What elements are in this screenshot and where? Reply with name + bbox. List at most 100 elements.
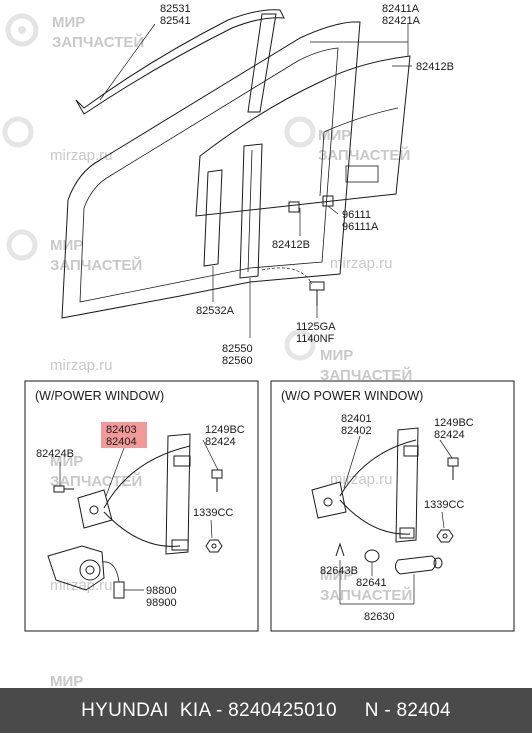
watermark-brand-13: МИР — [50, 673, 83, 690]
label-pw-bolt-2: 82424 — [205, 436, 236, 448]
pw-leader-regulator — [105, 447, 125, 497]
mw-regulator-rail — [395, 427, 419, 543]
label-rail-2: 82560 — [222, 355, 253, 367]
mw-leader-bolt — [439, 439, 453, 459]
rail-center — [247, 149, 253, 273]
handle-icon — [394, 555, 443, 575]
watermark-site-1: mirzap.ru — [50, 147, 113, 164]
pw-leader-bolt — [202, 439, 219, 471]
bolt-icon — [211, 469, 223, 492]
pw-slider-bottom — [171, 539, 189, 551]
mw-leader-regulator — [343, 435, 361, 489]
run-channel-vertical — [247, 13, 277, 113]
watermark-logo-icon — [5, 13, 39, 47]
label-glass-1: 82411A — [382, 3, 420, 15]
label-mw-regulator-2: 82402 — [341, 425, 372, 437]
watermark-brand-6: ЗАПЧАСТЕЙ — [50, 256, 142, 274]
mw-regulator-arm — [339, 439, 417, 535]
manual-window-panel: (W/O POWER WINDOW) 82401 82402 1249BC 82… — [270, 380, 515, 632]
label-pw-motor-1: 98800 — [146, 585, 177, 597]
glass-clip-top — [288, 201, 300, 213]
label-pw-bolt-1: 1249BC — [205, 424, 245, 436]
mw-regulator-bracket — [311, 481, 347, 519]
glass-label-plate — [345, 165, 379, 183]
label-pw-nut: 1339CC — [193, 507, 233, 519]
label-mw-bolt-1: 1249BC — [434, 417, 474, 429]
rail — [239, 143, 263, 279]
clip-icon — [335, 542, 345, 557]
pw-regulator-arm — [103, 445, 191, 547]
label-glass-2: 82421A — [382, 15, 421, 27]
bolt-icon — [447, 457, 459, 480]
label-run-channel-2: 82541 — [160, 15, 191, 27]
pw-regulator-rail — [165, 433, 191, 555]
label-mw-nut: 1339CC — [424, 499, 464, 511]
power-window-frame — [24, 380, 259, 632]
highlight-box — [101, 422, 147, 448]
watermark-brand-1: МИР — [52, 14, 85, 31]
door-inner-frame — [79, 47, 339, 303]
mw-slider-bottom — [399, 527, 415, 539]
guide-line-1 — [261, 267, 313, 285]
label-pw-screw: 82424B — [36, 448, 74, 460]
label-mw-clip: 82643B — [320, 565, 358, 577]
label-bolt-2: 1140NF — [296, 333, 335, 345]
label-glass-clip-top: 82412B — [416, 61, 454, 73]
watermark-brand-2: ЗАПЧАСТЕЙ — [52, 33, 144, 51]
label-pw-motor-2: 98900 — [146, 597, 177, 609]
watermark-site-3: mirzap.ru — [50, 357, 113, 374]
leader-bracket — [327, 205, 339, 215]
door-frame — [61, 21, 361, 319]
door-assembly — [61, 9, 412, 338]
watermark-brand-11: МИР — [320, 567, 353, 584]
door-glass — [195, 55, 411, 217]
power-window-panel: (W/POWER WINDOW) 82403 82404 1249BC 8242… — [24, 380, 259, 632]
watermark-site-5: mirzap.ru — [50, 577, 113, 594]
label-bolt-1: 1125GA — [296, 321, 336, 333]
label-mw-bolt-2: 82424 — [434, 429, 465, 441]
lower-channel — [203, 169, 223, 267]
run-channel — [75, 9, 285, 115]
mw-slider-top — [403, 445, 419, 457]
watermark-brand-12: ЗАПЧАСТЕЙ — [320, 586, 412, 604]
watermark-brand-4: ЗАПЧАСТЕЙ — [318, 146, 410, 164]
watermark-brand-9: МИР — [50, 453, 83, 470]
label-lower-channel: 82532A — [196, 305, 235, 317]
label-pw-regulator-2: 82404 — [106, 436, 137, 448]
label-mw-knob: 82641 — [356, 577, 387, 589]
label-glass-clip-bottom: 82412B — [272, 239, 310, 251]
mw-regulator-hole — [323, 497, 333, 507]
watermark-logo-icon — [2, 116, 34, 148]
watermark-logo-icon — [284, 116, 316, 148]
pw-leader-nut — [210, 519, 213, 539]
nut-icon — [436, 529, 454, 543]
watermark-brand-7: МИР — [320, 347, 353, 364]
watermark-site-2: mirzap.ru — [330, 255, 393, 272]
mw-leader-nut — [441, 511, 445, 529]
watermark-site-4: mirzap.ru — [330, 471, 393, 488]
watermark-brand-3: МИР — [318, 127, 351, 144]
label-run-channel-1: 82531 — [160, 3, 191, 15]
glass-trim — [319, 107, 399, 197]
power-window-title: (W/POWER WINDOW) — [35, 389, 164, 403]
pw-regulator-bracket — [77, 489, 113, 529]
pw-regulator-hole — [89, 505, 99, 515]
label-rail-1: 82550 — [222, 343, 253, 355]
label-bracket-2: 96111A — [342, 221, 379, 233]
watermark-brand-8: ЗАПЧАСТЕЙ — [320, 366, 412, 384]
leader-run-channel — [99, 23, 156, 101]
watermark-logo-icon — [284, 329, 316, 361]
label-bracket-1: 96111 — [342, 209, 371, 221]
label-mw-regulator-1: 82401 — [341, 413, 372, 425]
manual-window-frame — [270, 380, 515, 632]
knob-icon — [364, 549, 380, 563]
screw-icon — [53, 485, 74, 493]
bolt-icon — [309, 281, 325, 306]
part-number-footer: HYUNDAI KIA - 8240425010 N - 82404 — [0, 688, 532, 733]
pw-slider-top — [173, 455, 191, 467]
watermark-logo-icon — [6, 229, 38, 261]
label-pw-regulator-1: 82403 — [106, 424, 137, 436]
watermark-brand-5: МИР — [50, 237, 83, 254]
label-mw-handle: 82630 — [364, 611, 395, 623]
